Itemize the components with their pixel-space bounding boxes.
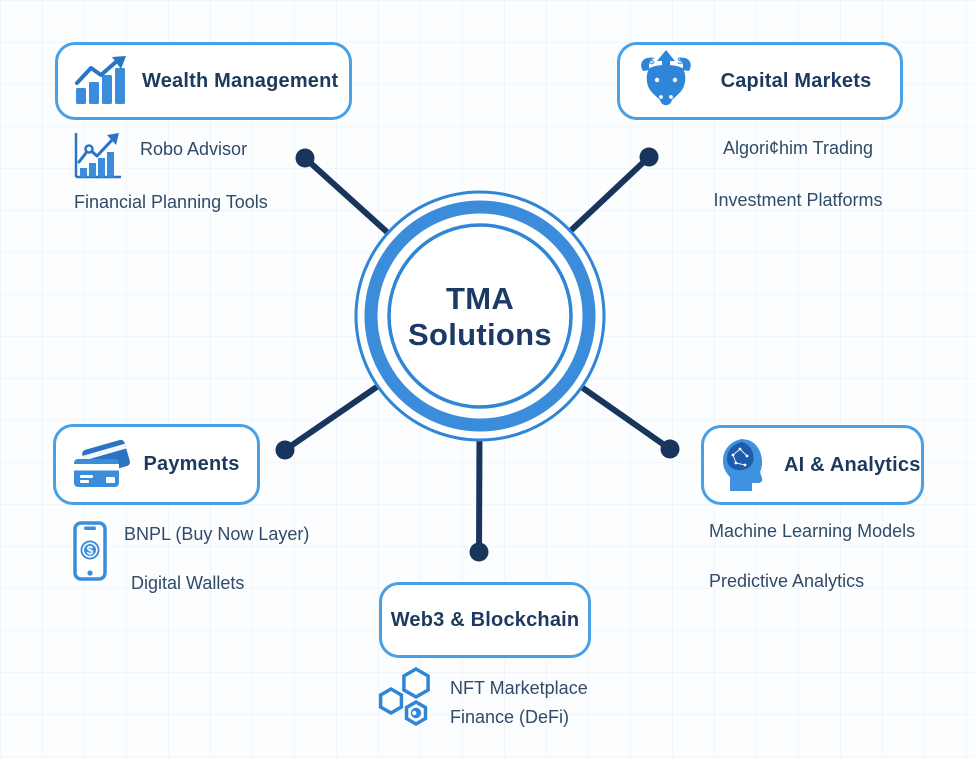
item-bnpl: BNPL (Buy Now Layer): [124, 524, 310, 544]
node-web3-label: Web3 & Blockchain: [390, 608, 580, 631]
credit-cards-icon: [72, 438, 130, 492]
mini-chart-arrow-icon: [73, 131, 123, 186]
item-algorithm-trading: Algori¢him Trading: [722, 138, 874, 158]
item-finance-defi: Finance (DeFi): [450, 707, 570, 727]
dot-payments: [275, 440, 295, 460]
blockchain-hexagons-icon: [378, 666, 436, 734]
node-ai-analytics: AI & Analytics: [701, 425, 924, 505]
hub-title: TMA Solutions: [368, 281, 592, 353]
svg-text:$: $: [649, 56, 654, 66]
dot-web3: [469, 542, 489, 562]
connector-dots: [275, 147, 680, 562]
node-payments-label: Payments: [143, 453, 240, 475]
hub-outer-ring: [354, 190, 606, 442]
hub-rings: [354, 190, 606, 442]
node-web3-blockchain: Web3 & Blockchain: [379, 582, 591, 658]
hub-title-line1: TMA: [445, 281, 515, 316]
svg-text:$: $: [87, 544, 94, 558]
hub-band-ring: [364, 200, 596, 432]
item-digital-wallets: Digital Wallets: [131, 573, 245, 593]
node-wealth-management: Wealth Management: [55, 42, 352, 120]
node-capital-label: Capital Markets: [720, 69, 872, 92]
hub-title-line2: Solutions: [408, 317, 552, 352]
dot-ai: [660, 439, 680, 459]
item-predictive-analytics: Predictive Analytics: [709, 571, 865, 591]
bar-chart-growth-icon: [74, 56, 130, 106]
svg-text:$: $: [677, 56, 682, 66]
item-robo-advisor: Robo Advisor: [140, 139, 248, 159]
dot-capital: [639, 147, 659, 167]
hub-inner-ring: [387, 223, 573, 409]
mobile-payment-icon: $: [73, 521, 107, 586]
item-machine-learning-models: Machine Learning Models: [709, 521, 916, 541]
node-ai-label: AI & Analytics: [784, 453, 921, 476]
node-payments: Payments: [53, 424, 260, 505]
item-nft-marketplace: NFT Marketplace: [450, 678, 588, 698]
node-capital-markets: $ $ Capital Markets: [617, 42, 903, 120]
bull-market-icon: $ $: [636, 49, 696, 113]
node-wealth-label: Wealth Management: [142, 69, 339, 92]
dot-wealth: [295, 148, 315, 168]
item-investment-platforms: Investment Platforms: [713, 190, 883, 210]
item-financial-planning-tools: Financial Planning Tools: [74, 192, 268, 212]
ai-brain-head-icon: [720, 437, 772, 493]
